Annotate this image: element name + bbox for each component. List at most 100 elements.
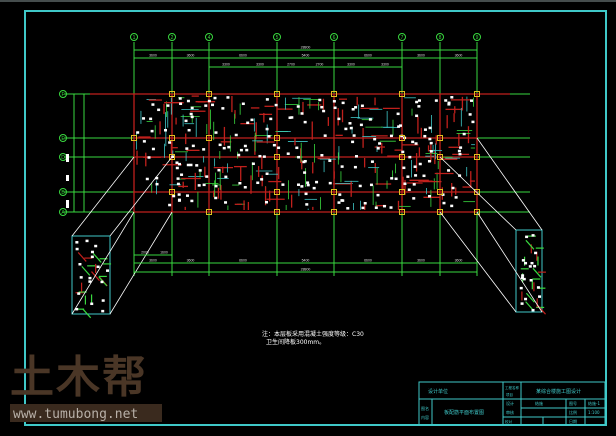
- rebar-label: [389, 206, 393, 209]
- dim-top-text: 5400: [302, 54, 310, 58]
- detail-label: [75, 247, 79, 251]
- detail-label: [100, 280, 104, 284]
- rebar-label: [358, 184, 362, 188]
- dim-bottom-extra-text: 2000: [141, 251, 149, 255]
- rebar-label: [374, 206, 378, 209]
- rebar-label: [180, 173, 184, 176]
- rebar-label: [145, 177, 149, 181]
- rebar-label: [454, 196, 458, 199]
- axis-label-y: D: [61, 155, 65, 161]
- rebar-label: [239, 148, 243, 152]
- rebar-label: [176, 182, 180, 186]
- detail-label: [78, 262, 82, 266]
- rebar-label: [277, 146, 281, 150]
- detail-label: [90, 255, 94, 259]
- rebar-label: [368, 118, 372, 121]
- rebar-label: [462, 132, 466, 136]
- axis-label-x: 1: [133, 35, 136, 41]
- rebar-label: [389, 134, 393, 138]
- rebar-label: [471, 120, 475, 124]
- dim-text-left: [66, 154, 69, 162]
- rebar-label: [238, 181, 242, 185]
- column: [206, 91, 212, 97]
- dim-total-top-text: 28800: [301, 46, 311, 50]
- rebar-label: [286, 152, 290, 155]
- rebar-label: [355, 155, 359, 158]
- detail-rebar: [525, 239, 535, 250]
- rebar-label: [332, 100, 336, 103]
- rebar-label: [398, 124, 402, 127]
- column: [474, 209, 480, 215]
- rebar-label: [351, 108, 355, 111]
- rebar-label: [217, 168, 221, 172]
- dim-top-text: 3600: [187, 54, 195, 58]
- column: [437, 135, 443, 141]
- rebar-label: [376, 147, 380, 150]
- rebar-label: [214, 131, 218, 134]
- rebar-label: [288, 116, 292, 119]
- rebar-label: [442, 201, 446, 205]
- detail-box: [515, 229, 543, 313]
- rebar-label: [397, 125, 401, 128]
- detail-label: [529, 278, 533, 282]
- rebar-label: [373, 137, 377, 141]
- rebar-label: [202, 148, 206, 151]
- rebar-label: [157, 108, 161, 112]
- rebar-label: [243, 186, 247, 189]
- column: [169, 135, 175, 141]
- rebar-label: [361, 206, 365, 210]
- rebar-label: [412, 183, 416, 186]
- rebar-label: [207, 99, 211, 103]
- rebar-label: [340, 199, 344, 202]
- axis-bubble: [205, 33, 213, 41]
- axis-bubble: [330, 33, 338, 41]
- rebar-label: [191, 144, 195, 148]
- rebar-label: [189, 112, 193, 116]
- rebar-label: [195, 164, 199, 167]
- cell-date-label: 日期: [569, 418, 577, 424]
- rebar-label: [306, 183, 310, 187]
- dim-bottom-text: 5400: [302, 259, 310, 263]
- cell-series: 结施: [535, 400, 543, 406]
- detail-box: [71, 235, 111, 315]
- rebar-label: [418, 162, 422, 166]
- rebar-label: [186, 163, 190, 167]
- axis-label-x: 6: [333, 35, 336, 41]
- axis-bubble: [436, 33, 444, 41]
- leader-line: [439, 156, 517, 231]
- rebar-label: [250, 118, 254, 122]
- column: [474, 154, 480, 160]
- leader-line: [476, 211, 543, 313]
- rebar-label: [354, 106, 358, 109]
- rebar-label: [198, 169, 202, 172]
- dim-bottom-extra-text: 1600: [160, 251, 168, 255]
- rebar-label: [179, 102, 183, 106]
- rebar-label: [413, 165, 417, 168]
- rebar-label: [333, 106, 337, 110]
- dim-total-bottom-text: 28800: [301, 268, 311, 272]
- axis-label-y: E: [61, 136, 65, 142]
- rebar-label: [265, 172, 269, 175]
- rebar-label: [290, 116, 294, 119]
- rebar-label: [360, 104, 364, 108]
- detail-label: [528, 265, 532, 268]
- rebar-label: [408, 155, 412, 159]
- rebar-label: [303, 120, 307, 124]
- dim-top-text: 3600: [149, 54, 157, 58]
- rebar-label: [222, 146, 226, 150]
- rebar-label: [211, 103, 215, 107]
- dim-sub-text: 2700: [287, 63, 295, 67]
- dim-sub-text: 3300: [381, 63, 389, 67]
- detail-label: [524, 297, 528, 301]
- detail-label: [85, 239, 89, 243]
- rebar-label: [415, 114, 419, 118]
- column: [274, 91, 280, 97]
- rebar-label: [213, 96, 217, 100]
- axis-bubble: [273, 33, 281, 41]
- rebar-label: [184, 119, 188, 123]
- column: [474, 91, 480, 97]
- rebar-label: [338, 193, 342, 196]
- rebar-label: [155, 176, 159, 180]
